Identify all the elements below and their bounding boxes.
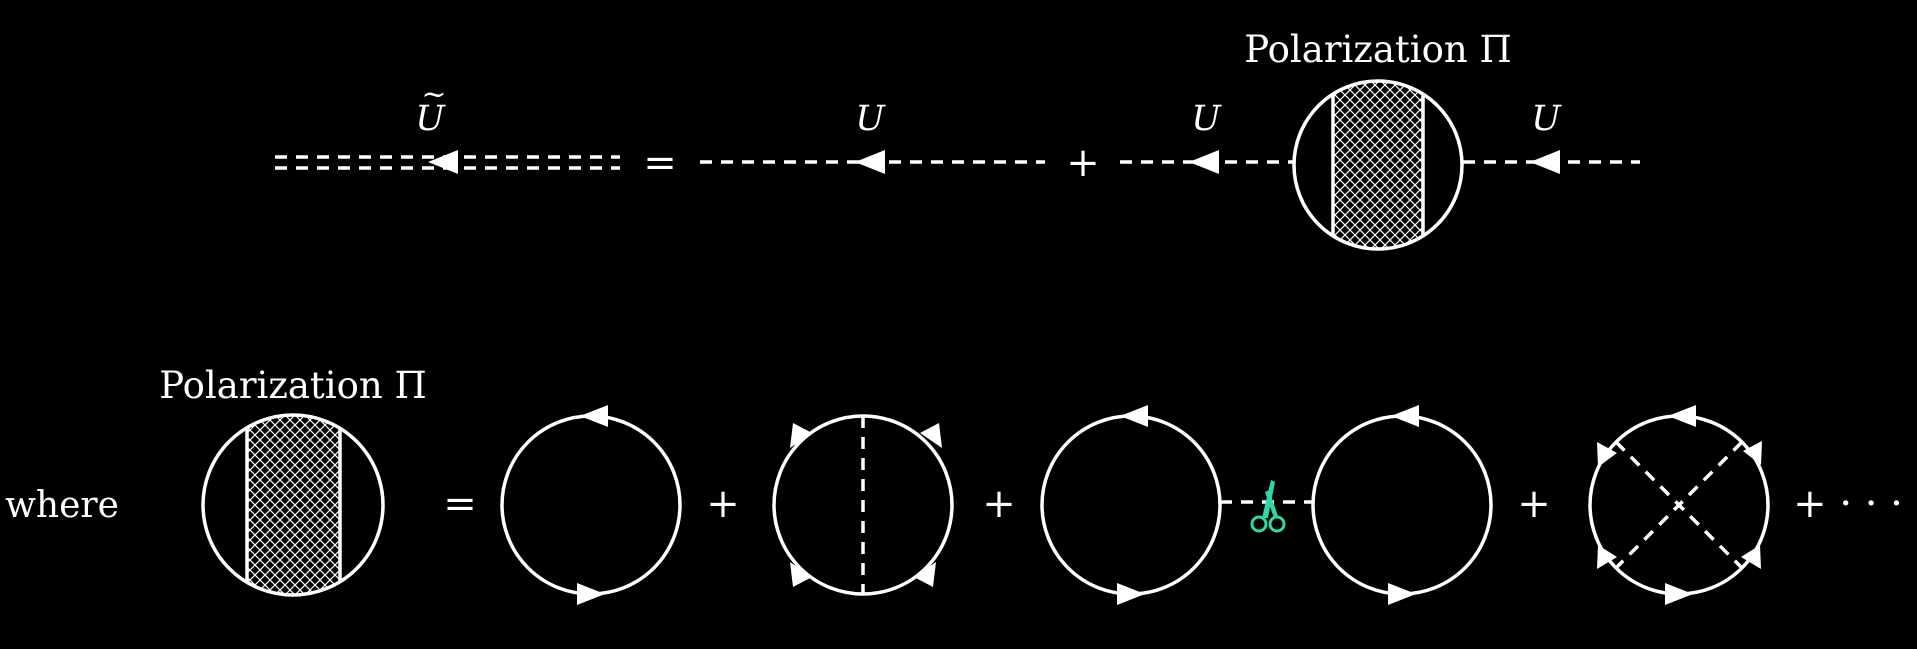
bubble-loop-4 [1311, 405, 1493, 605]
plus-sign-4: + [1517, 481, 1551, 527]
where-label: where [5, 485, 119, 526]
bare-interaction-label: U [855, 99, 886, 139]
polarization-label-bottom: Polarization Π [159, 364, 426, 407]
bare-interaction-line [700, 150, 1045, 174]
right-interaction-line [1463, 150, 1640, 174]
dressed-interaction-line [275, 150, 620, 174]
left-interaction-line [1120, 150, 1293, 174]
bubble-loop-3 [1040, 405, 1222, 605]
left-interaction-label: U [1191, 99, 1222, 139]
polarization-label-top: Polarization Π [1244, 28, 1511, 71]
dressed-interaction-label: U [415, 99, 446, 139]
bubble-crossed [1588, 405, 1770, 605]
plus-sign-3: + [982, 481, 1016, 527]
tilde-mark: ~ [421, 77, 446, 112]
polarization-bubble-definition [201, 413, 385, 597]
plus-sign-2: + [706, 481, 740, 527]
polarization-bubble [1292, 79, 1464, 251]
right-interaction-label: U [1531, 99, 1562, 139]
plus-sign: + [1066, 140, 1100, 186]
bubble-vertex-correction [772, 414, 954, 596]
ellipsis-term: + · · · [1793, 481, 1903, 527]
equals-sign-2: = [443, 481, 477, 527]
equals-sign: = [643, 140, 677, 186]
scissors-icon [1250, 480, 1286, 533]
bubble-loop-1 [500, 405, 682, 605]
